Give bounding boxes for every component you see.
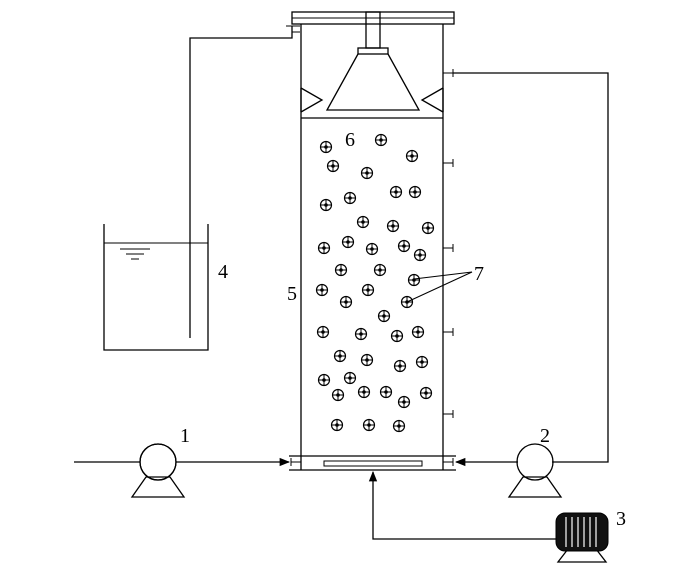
effluent-pipe [189,25,300,338]
label-pump-1: 1 [180,425,190,447]
carrier-particle [377,309,391,323]
pump-2 [507,443,563,498]
carrier-particle [341,235,355,249]
carrier-particle [339,295,353,309]
carrier-particle [331,388,345,402]
carrier-particle [354,327,368,341]
label-carriers-7: 7 [474,263,484,285]
carrier-particle [356,215,370,229]
carrier-particle [397,239,411,253]
carrier-particle [421,221,435,235]
carrier-particle [408,185,422,199]
label-pump-2: 2 [540,425,550,447]
carrier-particle [365,242,379,256]
carrier-particle [330,418,344,432]
carrier-particle [317,241,331,255]
carrier-particle [343,191,357,205]
carrier-particle [333,349,347,363]
carrier-particle [392,419,406,433]
carrier-particle [379,385,393,399]
carrier-particle [411,325,425,339]
carrier-particle [415,355,429,369]
carrier-particle [390,329,404,343]
air-pump-3 [555,512,609,563]
carrier-particle [361,283,375,297]
carrier-particle [373,263,387,277]
carrier-particle [319,198,333,212]
carrier-particle [374,133,388,147]
reactor-column [289,11,456,471]
carrier-particle [407,273,421,287]
recirculation-pipe [453,72,609,467]
label-reactor-5: 5 [287,283,297,305]
label-tank-4: 4 [218,261,228,283]
carrier-particle [393,359,407,373]
carrier-particle [413,248,427,262]
carrier-particle [357,385,371,399]
carrier-leader-lines [406,271,473,303]
carrier-particles [315,133,435,433]
carrier-particle [389,185,403,199]
carrier-particle [334,263,348,277]
carrier-particle [386,219,400,233]
air-pipe [368,470,556,540]
carrier-particle [326,159,340,173]
sampling-ports [290,69,454,466]
carrier-particle [397,395,411,409]
carrier-particle [360,353,374,367]
carrier-particle [419,386,433,400]
carrier-particle [316,325,330,339]
carrier-particle [319,140,333,154]
carrier-particle [315,283,329,297]
carrier-particle [360,166,374,180]
carrier-particle [405,149,419,163]
pump-1 [130,443,186,498]
label-air-pump-3: 3 [616,508,626,530]
tank [103,224,209,351]
three-phase-separator [300,11,444,113]
label-separator-6: 6 [345,129,355,151]
carrier-particle [362,418,376,432]
carrier-particle [343,371,357,385]
carrier-particle [317,373,331,387]
